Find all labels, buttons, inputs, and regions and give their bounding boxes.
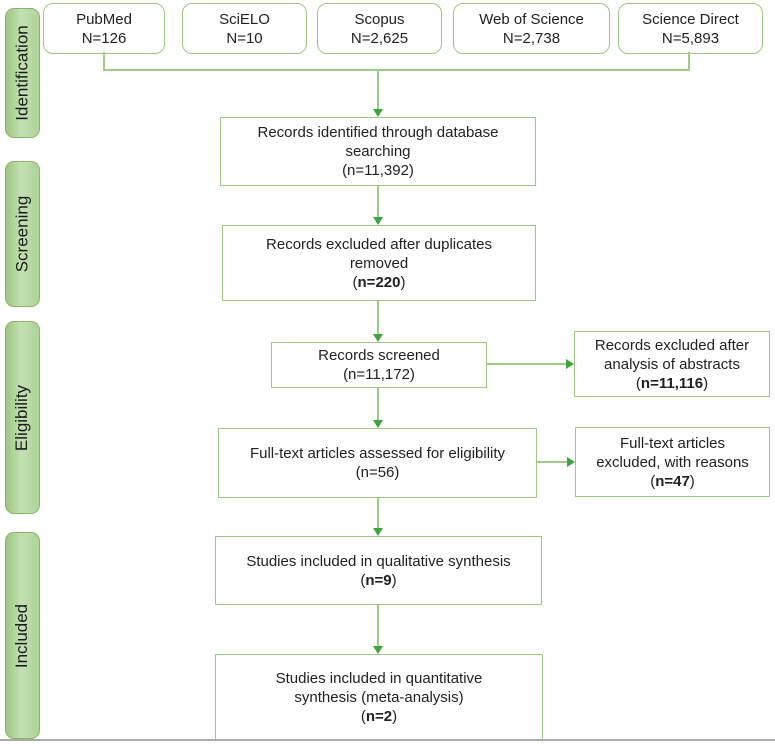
flow-box-duplicates-removed: Records excluded after duplicates remove… bbox=[222, 225, 536, 301]
flow-box-abstracts-excluded: Records excluded after analysis of abstr… bbox=[574, 331, 770, 397]
source-count: N=2,738 bbox=[502, 29, 561, 47]
box-text: searching bbox=[345, 143, 411, 160]
stage-tab-included: Included bbox=[5, 532, 40, 739]
box-count: (n=56) bbox=[355, 464, 400, 481]
arrowhead-down-duplicates bbox=[373, 217, 383, 225]
arrowhead-down-identified bbox=[373, 109, 383, 117]
connector-qualitative-quantitative bbox=[377, 605, 379, 646]
box-text: Full-text articles assessed for eligibil… bbox=[249, 445, 506, 462]
arrowhead-down-fulltext bbox=[373, 420, 383, 428]
box-count: (n=11,116) bbox=[635, 374, 709, 392]
arrowhead-right-abstracts bbox=[566, 359, 574, 369]
flow-box-fulltext-excluded: Full-text articles excluded, with reason… bbox=[575, 427, 770, 497]
arrowhead-down-screened bbox=[373, 334, 383, 342]
box-text: Studies included in quantitative bbox=[275, 669, 483, 687]
stage-label: Eligibility bbox=[12, 384, 32, 451]
connector-down-to-identified bbox=[377, 69, 379, 109]
source-name: PubMed bbox=[76, 10, 132, 28]
source-name: SciELO bbox=[219, 10, 270, 28]
source-box-science-direct: Science Direct N=5,893 bbox=[618, 3, 763, 54]
stage-tab-eligibility: Eligibility bbox=[5, 321, 40, 514]
box-text: analysis of abstracts bbox=[604, 355, 740, 373]
box-text: Records identified through database bbox=[257, 124, 499, 141]
source-name: Web of Science bbox=[479, 10, 584, 28]
box-text: Records excluded after bbox=[594, 336, 750, 354]
connector-screened-abstracts bbox=[487, 363, 566, 365]
source-box-pubmed: PubMed N=126 bbox=[43, 3, 165, 54]
source-name: Scopus bbox=[354, 10, 405, 28]
box-text: removed bbox=[349, 254, 409, 272]
connector-merge-line bbox=[103, 69, 690, 71]
source-box-web-of-science: Web of Science N=2,738 bbox=[453, 3, 610, 54]
source-count: N=5,893 bbox=[661, 29, 720, 47]
arrowhead-down-quantitative bbox=[373, 646, 383, 654]
box-text: Full-text articles bbox=[619, 434, 726, 452]
connector-stub-pubmed bbox=[103, 52, 105, 71]
flow-box-qualitative-synthesis: Studies included in qualitative synthesi… bbox=[215, 536, 542, 605]
connector-screened-fulltext bbox=[377, 388, 379, 420]
stage-label: Included bbox=[12, 603, 32, 668]
connector-identified-duplicates bbox=[377, 186, 379, 217]
box-count: (n=2) bbox=[360, 707, 398, 725]
stage-label: Identification bbox=[12, 25, 32, 121]
arrowhead-right-fulltext-excluded bbox=[567, 457, 575, 467]
source-count: N=2,625 bbox=[350, 29, 409, 47]
box-count: (n=9) bbox=[360, 571, 397, 589]
source-name: Science Direct bbox=[642, 10, 739, 28]
stage-label: Screening bbox=[12, 195, 32, 273]
source-count: N=126 bbox=[81, 29, 127, 47]
flow-box-records-identified: Records identified through database sear… bbox=[220, 117, 536, 186]
connector-fulltext-qualitative bbox=[377, 498, 379, 528]
arrowhead-down-qualitative bbox=[373, 528, 383, 536]
box-count: (n=11,392) bbox=[342, 162, 414, 179]
flow-box-quantitative-synthesis: Studies included in quantitative synthes… bbox=[215, 654, 543, 740]
box-text: Studies included in qualitative synthesi… bbox=[246, 552, 511, 570]
box-text: Records screened bbox=[318, 347, 440, 364]
box-text: Records excluded after duplicates bbox=[266, 235, 492, 253]
connector-duplicates-screened bbox=[377, 301, 379, 334]
source-box-scopus: Scopus N=2,625 bbox=[317, 3, 442, 54]
stage-tab-identification: Identification bbox=[5, 8, 40, 138]
connector-fulltext-excluded bbox=[537, 461, 567, 463]
bottom-rule bbox=[0, 739, 775, 741]
source-count: N=10 bbox=[226, 29, 263, 47]
flow-box-records-screened: Records screened (n=11,172) bbox=[271, 342, 487, 388]
box-text: synthesis (meta-analysis) bbox=[294, 688, 464, 706]
box-count: (n=47) bbox=[650, 472, 695, 490]
connector-stub-science-direct bbox=[688, 52, 690, 71]
stage-tab-screening: Screening bbox=[5, 161, 40, 307]
box-count: (n=11,172) bbox=[343, 366, 415, 383]
flow-box-fulltext-assessed: Full-text articles assessed for eligibil… bbox=[218, 428, 537, 498]
box-count: (n=220) bbox=[352, 273, 406, 291]
box-text: excluded, with reasons bbox=[596, 453, 749, 471]
source-box-scielo: SciELO N=10 bbox=[182, 3, 307, 54]
